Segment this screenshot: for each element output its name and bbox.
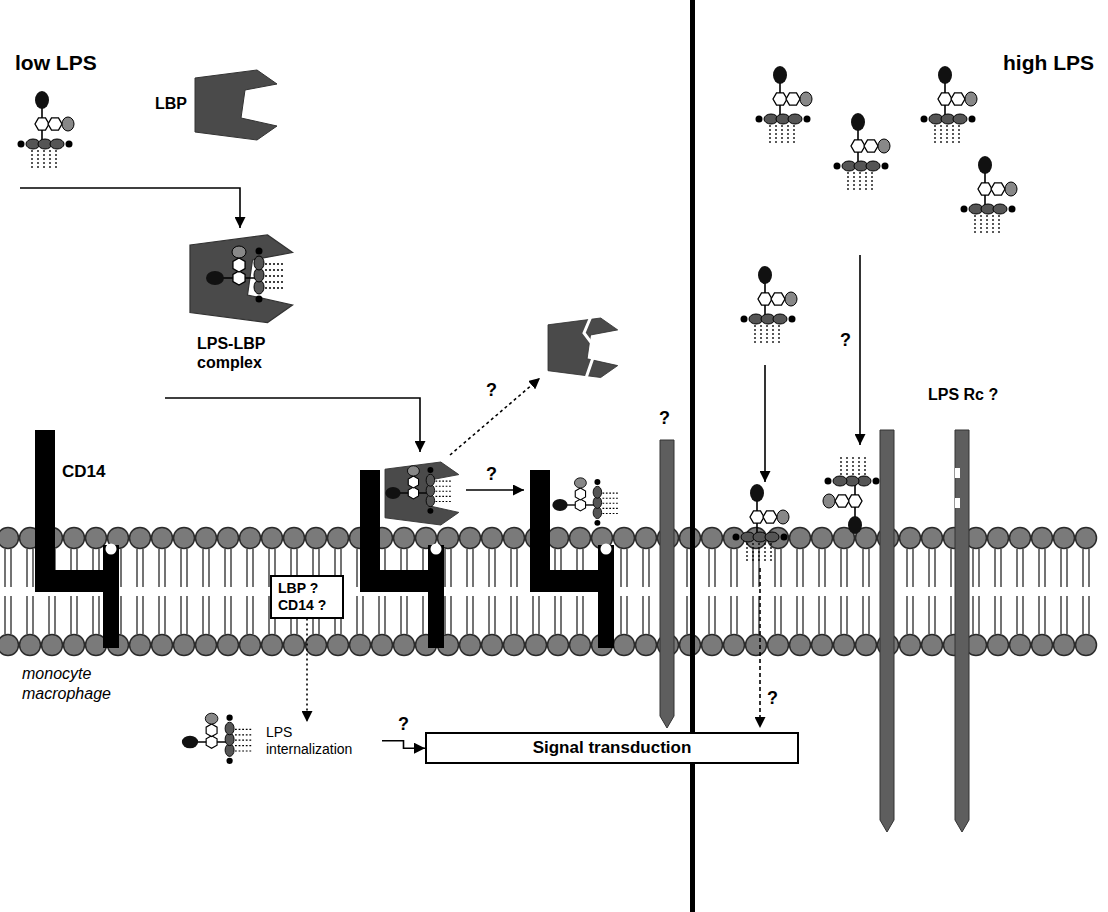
lps-molecule [552, 478, 619, 526]
cd14-protein [35, 430, 119, 648]
receptor-protein [955, 430, 969, 832]
flow-arrow [450, 378, 540, 455]
lps-molecule [823, 455, 880, 534]
lps-molecule [756, 66, 813, 145]
protein-label: LBP [155, 94, 187, 113]
condition-label: high LPS [1003, 50, 1094, 75]
receptor-protein [880, 430, 894, 832]
process-label: LPS internalization [262, 722, 382, 760]
lbp-protein [190, 235, 293, 323]
receptor-notch [955, 468, 960, 478]
condition-label: low LPS [15, 50, 97, 75]
question-mark: ? [486, 380, 497, 402]
flow-arrow [165, 398, 420, 452]
complex-label: LPS-LBP complex [197, 334, 279, 372]
process-box: Signal transduction [425, 732, 799, 764]
cell-type-label: monocyte [22, 664, 91, 683]
lps-molecule [206, 246, 285, 303]
node-text: LBP ? CD14 ? [278, 580, 336, 614]
lbp-protein [548, 318, 618, 378]
cd14-protein [530, 470, 614, 648]
question-mark: ? [659, 408, 670, 430]
node-text: LPS internalization [266, 724, 378, 758]
lps-molecule [741, 266, 798, 345]
flow-arrow [20, 188, 240, 228]
receptor-notch [955, 498, 960, 508]
lps-molecule [921, 66, 978, 145]
receptor-protein [660, 440, 674, 728]
question-mark: ? [486, 464, 497, 486]
question-mark: ? [396, 714, 411, 735]
flow-arrow [859, 255, 861, 445]
connector-arrow [306, 619, 308, 722]
cell-type-label: macrophage [22, 684, 111, 703]
lbp-protein [195, 70, 277, 140]
flow-arrow [466, 489, 524, 491]
lps-molecule [961, 156, 1018, 235]
connector-arrow [382, 741, 425, 748]
node-text: Signal transduction [431, 738, 793, 758]
hypothesis-box: LBP ? CD14 ? [270, 575, 344, 619]
lps-molecule [733, 484, 790, 563]
break-mark [584, 314, 596, 378]
lps-molecule [385, 466, 452, 514]
lbp-protein [385, 462, 459, 525]
flow-arrow [764, 365, 766, 482]
lps-molecule [182, 713, 253, 764]
question-mark: ? [767, 688, 778, 710]
receptor-label: LPS Rc ? [928, 385, 998, 404]
protein-label: CD14 [62, 462, 105, 482]
divider-line [690, 0, 695, 912]
lps-molecule [18, 91, 75, 170]
question-mark: ? [840, 330, 851, 352]
lps-molecule [834, 113, 891, 192]
flow-arrow [759, 568, 761, 728]
